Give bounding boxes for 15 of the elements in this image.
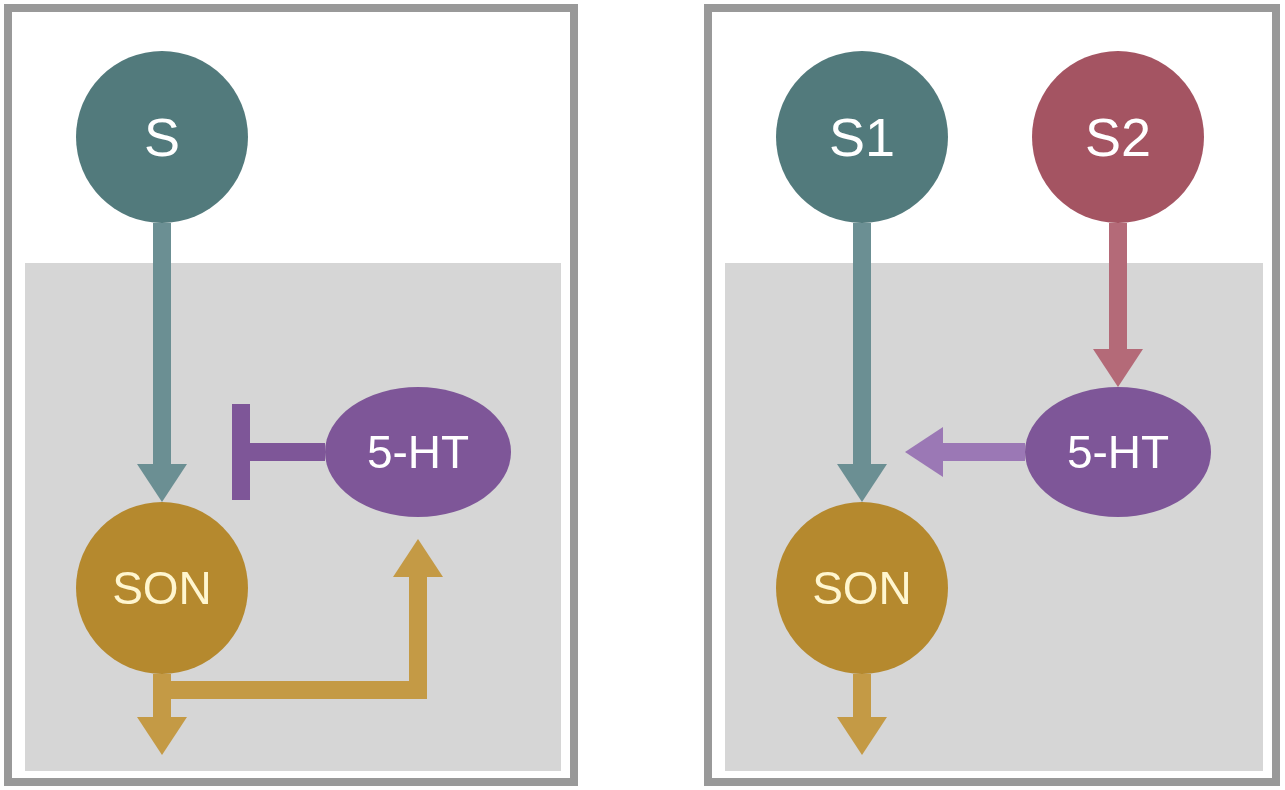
node-label: S2 [1084, 106, 1152, 168]
node-label: 5-HT [366, 425, 470, 479]
node-label: S [144, 106, 180, 168]
arrow [837, 674, 887, 755]
arrow [837, 223, 887, 502]
arrow [1093, 223, 1143, 387]
node-label: SON [812, 561, 912, 615]
node-label: SON [112, 561, 212, 615]
node-label: 5-HT [1066, 425, 1170, 479]
panel-frame [4, 4, 578, 786]
node-label: S1 [828, 106, 896, 168]
inhibition-connector [232, 404, 325, 500]
panel-frame [704, 4, 1280, 786]
arrow [905, 427, 1025, 477]
arrow [137, 223, 187, 502]
